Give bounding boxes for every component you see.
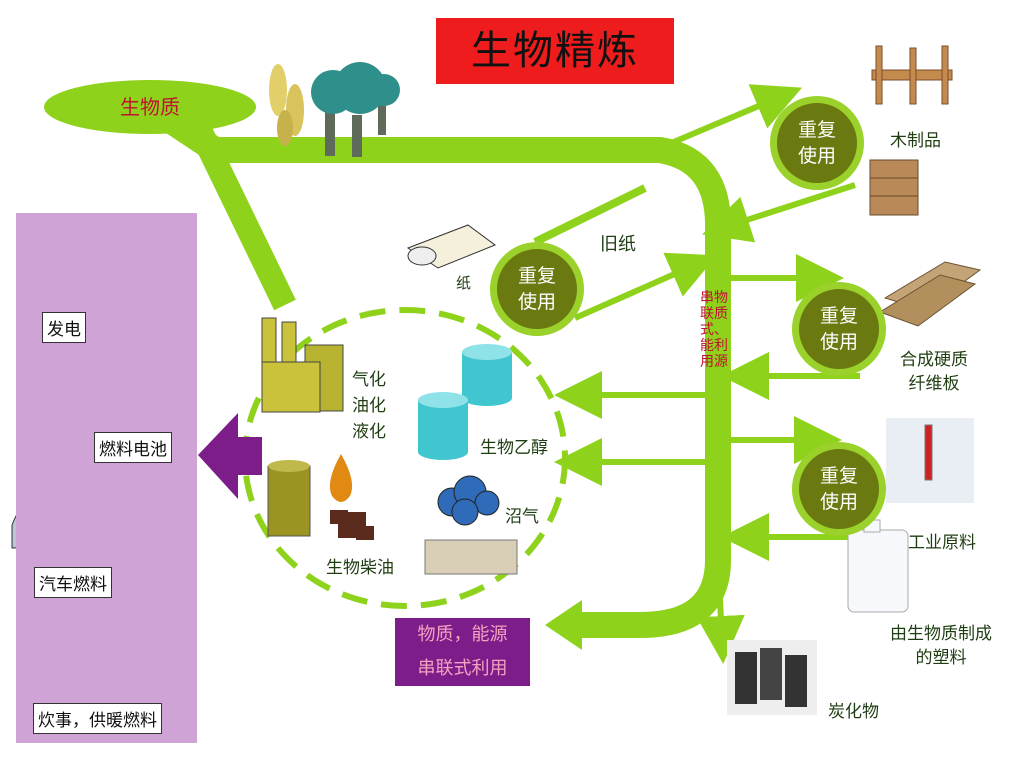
label-carbonized: 炭化物 <box>828 702 879 722</box>
paper-roll-icon <box>406 224 497 269</box>
biomass-to-plant-arrow <box>189 124 296 311</box>
factory-icon <box>261 317 344 413</box>
label-power: 发电 <box>42 312 86 343</box>
label-biogas: 沼气 <box>505 507 539 527</box>
charcoal-icon <box>727 640 817 715</box>
label-cooking-fuel: 炊事，供暖燃料 <box>33 703 162 734</box>
wood-return-arrow <box>702 182 856 243</box>
label-bioplastic: 由生物质制成 的塑料 <box>890 622 992 670</box>
crops-illustration <box>269 64 304 146</box>
label-bioplastic-line2: 的塑料 <box>915 648 967 668</box>
label-old-paper: 旧纸 <box>600 234 636 255</box>
label-paper: 纸 <box>456 274 472 292</box>
wood-furniture-icon <box>869 45 953 216</box>
biodiesel-icon <box>267 454 374 540</box>
label-fuel-cell: 燃料电池 <box>94 432 172 463</box>
paper-return-arrow <box>573 252 717 321</box>
label-bioethanol: 生物乙醇 <box>480 438 548 458</box>
trees-illustration <box>311 62 400 157</box>
fiberboard-icon <box>878 261 982 327</box>
plastic-jug-icon <box>847 519 909 613</box>
reuse-paper: 重复 使用 <box>490 242 584 336</box>
cascade-use-box: 物质，能源 串联式利用 <box>395 618 530 686</box>
label-fiberboard-line2: 纤维板 <box>908 374 960 394</box>
page-title: 生物精炼 <box>436 18 674 84</box>
biogas-icon <box>424 475 518 575</box>
label-biodiesel: 生物柴油 <box>326 558 394 578</box>
label-auto-fuel: 汽车燃料 <box>34 567 112 598</box>
label-fiberboard-line1: 合成硬质 <box>900 350 968 370</box>
energy-use-panel <box>16 213 197 743</box>
label-gasify: 气化 <box>352 370 386 390</box>
label-oilify: 油化 <box>352 396 386 416</box>
lab-sample-icon <box>886 418 974 503</box>
reuse-wood: 重复 使用 <box>770 96 864 190</box>
ethanol-cylinders-icon <box>418 344 512 460</box>
cascade-vertical-label: 串物联质式、能利用源 <box>700 290 728 370</box>
energy-output-arrow <box>198 413 262 499</box>
carbon-down-arrow <box>696 559 745 664</box>
label-bioplastic-line1: 由生物质制成 <box>890 624 992 644</box>
reuse-board: 重复 使用 <box>792 282 886 376</box>
label-fiberboard: 合成硬质 纤维板 <box>900 348 968 396</box>
label-industrial: 工业原料 <box>908 533 976 553</box>
label-liquefy: 液化 <box>352 422 386 442</box>
biomass-node: 生物质 <box>44 80 256 134</box>
cascade-box-line2: 串联式利用 <box>417 658 508 679</box>
wood-reuse-arrow <box>648 84 803 155</box>
reuse-industrial: 重复 使用 <box>792 442 886 536</box>
cascade-box-line1: 物质，能源 <box>417 624 508 645</box>
label-gasify-group: 气化 油化 液化 <box>352 367 386 445</box>
label-wood-products: 木制品 <box>890 131 941 151</box>
main-flow-arrowhead <box>545 600 582 650</box>
paper-branch-line <box>533 184 647 246</box>
